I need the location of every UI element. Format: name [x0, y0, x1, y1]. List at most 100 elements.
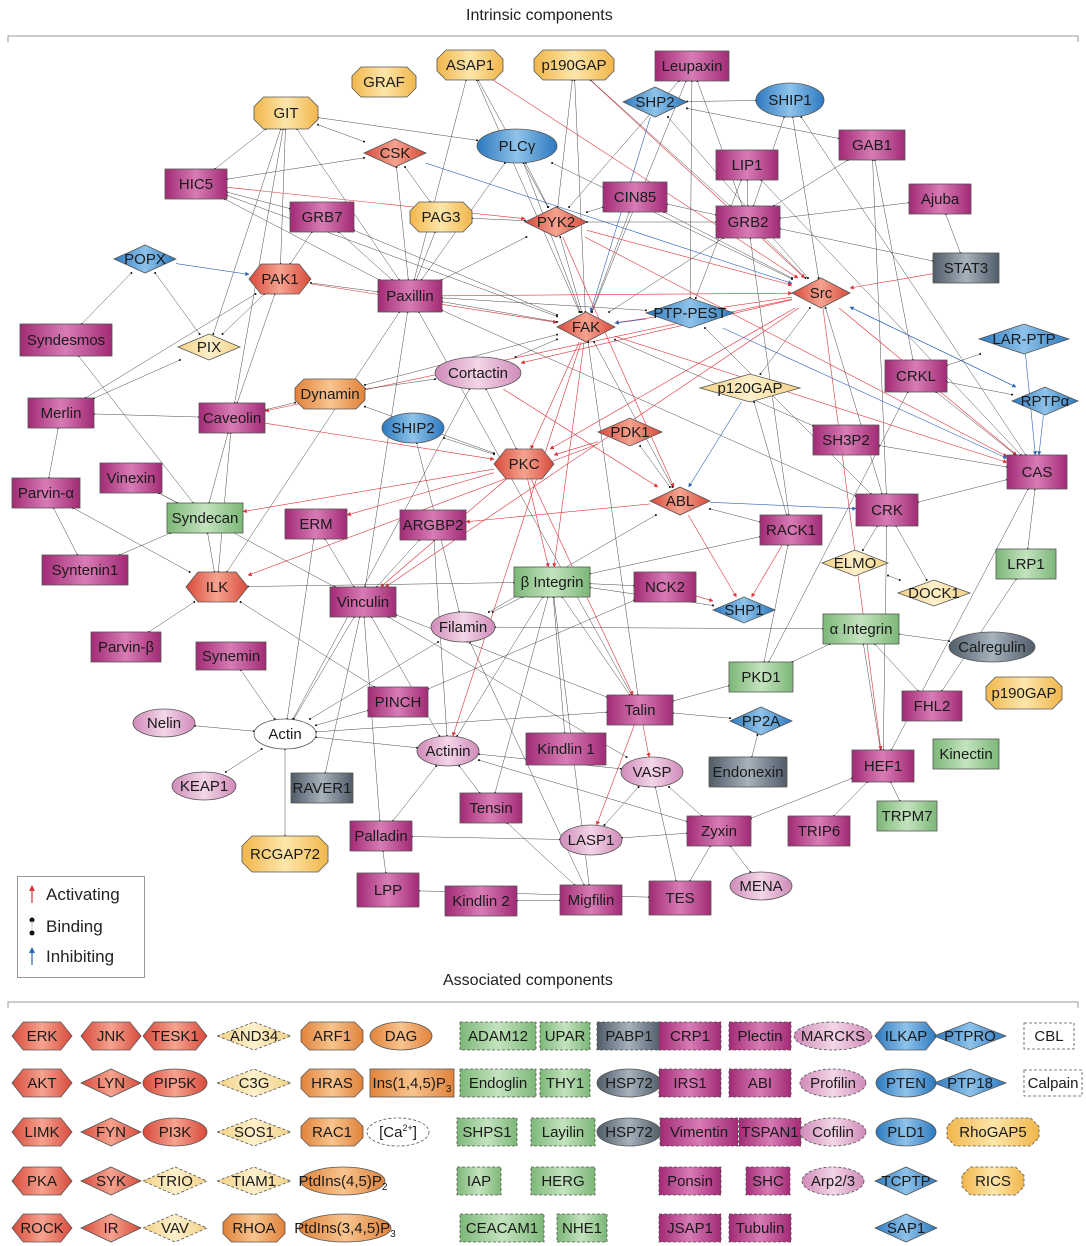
inhibiting-arrow-icon	[29, 947, 35, 965]
edge-leupaxin-ptppest	[689, 80, 693, 299]
edge-pix-merlin	[93, 359, 181, 400]
assoc-limk: LIMK	[11, 1117, 73, 1147]
assoc-ptdins45-shape	[300, 1166, 386, 1196]
node-leupaxin: Leupaxin	[654, 50, 730, 82]
assoc-profilin-shape	[799, 1068, 867, 1098]
node-lip1-shape	[715, 149, 779, 181]
node-palladin-label: Palladin	[354, 828, 407, 845]
assoc-cofilin-label: Cofilin	[812, 1124, 854, 1141]
edge-ainteg-hef1	[862, 643, 882, 751]
node-p120-label: p120GAP	[717, 380, 782, 397]
assoc-arf1-label: ARF1	[313, 1028, 351, 1045]
edge-lip1-cas	[760, 179, 1022, 456]
node-caveolin: Caveolin	[198, 402, 266, 434]
node-endonexin-label: Endonexin	[713, 764, 784, 781]
node-pkd1-label: PKD1	[741, 669, 780, 686]
assoc-rhoa: RHOA	[222, 1213, 286, 1243]
node-crk: CRK	[855, 493, 919, 527]
assoc-tcptp-shape	[874, 1166, 938, 1196]
edge-palladin-lasp1	[411, 835, 561, 841]
node-rptpa: RPTPα	[1010, 386, 1080, 416]
edge-rack1-pkd1	[763, 544, 789, 663]
assoc-iap-label: IAP	[467, 1173, 491, 1190]
assoc-tesk1-shape	[142, 1021, 208, 1051]
assoc-sos1-label: SOS1	[234, 1124, 274, 1141]
node-fak: FAK	[556, 311, 616, 343]
assoc-ptdins45: PtdIns(4,5)P2	[299, 1166, 388, 1196]
assoc-pld1: PLD1	[875, 1117, 937, 1147]
intrinsic-bracket	[7, 35, 1079, 42]
assoc-plectin: Plectin	[728, 1021, 792, 1051]
assoc-pip5k-shape	[142, 1068, 208, 1098]
assoc-ponsin-label: Ponsin	[667, 1173, 713, 1190]
node-trip6: TRIP6	[787, 815, 851, 847]
assoc-pabp1: PABP1	[596, 1021, 662, 1051]
assoc-pten-label: PTEN	[886, 1075, 926, 1092]
node-fhl2-shape	[901, 690, 963, 722]
assoc-trio: TRIO	[142, 1166, 208, 1196]
node-git-label: GIT	[274, 105, 299, 122]
edge-pp2a-talin	[672, 712, 731, 720]
node-p190b-shape	[985, 676, 1063, 710]
node-pinch: PINCH	[367, 686, 429, 718]
legend: Activating Binding Inhibiting	[17, 876, 145, 978]
assoc-pka-shape	[11, 1166, 73, 1196]
node-pdk1-label: PDK1	[610, 424, 649, 441]
node-parvina: Parvin-α	[11, 477, 81, 509]
node-zyxin: Zyxin	[686, 815, 752, 847]
node-filamin: Filamin	[430, 611, 496, 643]
node-leupaxin-shape	[654, 50, 730, 82]
edge-cas-lrp1	[1026, 488, 1036, 550]
assoc-ptdins45-label: PtdIns(4,5)P2	[299, 1173, 388, 1193]
assoc-and34-shape	[215, 1021, 293, 1051]
node-pak1-shape	[248, 263, 312, 295]
node-pp2a: PP2A	[729, 706, 793, 736]
assoc-pi3k-shape	[142, 1117, 208, 1147]
assoc-abi: ABI	[728, 1068, 792, 1098]
edge-ilk-parvinb	[147, 601, 196, 633]
assoc-tubulin-label: Tubulin	[736, 1220, 785, 1237]
node-gab1-label: GAB1	[852, 137, 892, 154]
node-shp2a-shape	[622, 86, 688, 118]
assoc-endoglin-shape	[459, 1068, 537, 1098]
assoc-shc: SHC	[745, 1166, 791, 1196]
node-syndecan-shape	[166, 502, 244, 534]
edge-pyk2-src	[586, 230, 793, 287]
assoc-rock-label: ROCK	[20, 1220, 63, 1237]
assoc-rhogap5: RhoGAP5	[946, 1117, 1040, 1147]
edge-rptpa-src	[849, 306, 1017, 388]
assoc-plectin-shape	[728, 1021, 792, 1051]
assoc-profilin: Profilin	[799, 1068, 867, 1098]
node-palladin-shape	[349, 820, 413, 852]
node-ilk: ILK	[185, 571, 249, 603]
edge-ship2-pkc	[443, 437, 495, 456]
node-grb2: GRB2	[715, 205, 781, 239]
node-fak-shape	[556, 311, 616, 343]
node-filamin-label: Filamin	[439, 619, 487, 636]
edge-erm-vinculin	[324, 538, 355, 588]
edge-grb2-src	[763, 237, 807, 279]
edges-layer	[47, 79, 1044, 902]
edge-tensin-migfilin	[506, 822, 576, 886]
node-sh3p2-label: SH3P2	[822, 432, 870, 449]
node-cas-shape	[1006, 454, 1068, 490]
node-hic5: HIC5	[164, 168, 228, 200]
node-trip6-shape	[787, 815, 851, 847]
edge-src-cortactin	[520, 299, 793, 365]
node-lpp-shape	[356, 872, 420, 908]
intrinsic-title: Intrinsic components	[466, 7, 613, 24]
node-plcg: PLCγ	[476, 128, 558, 164]
assoc-fyn: FYN	[80, 1117, 142, 1147]
node-grb7-shape	[289, 201, 355, 233]
node-nck2-label: NCK2	[645, 579, 685, 596]
edge-actinin-zyxin	[478, 759, 688, 823]
node-actinin: Actinin	[416, 735, 480, 767]
node-leupaxin-label: Leupaxin	[662, 58, 723, 75]
node-argbp2: ARGBP2	[399, 509, 467, 541]
node-raver1-label: RAVER1	[293, 780, 352, 797]
node-pyk2: PYK2	[524, 206, 588, 238]
assoc-hsp72a: HSP72	[596, 1068, 662, 1098]
assoc-shc-shape	[745, 1166, 791, 1196]
